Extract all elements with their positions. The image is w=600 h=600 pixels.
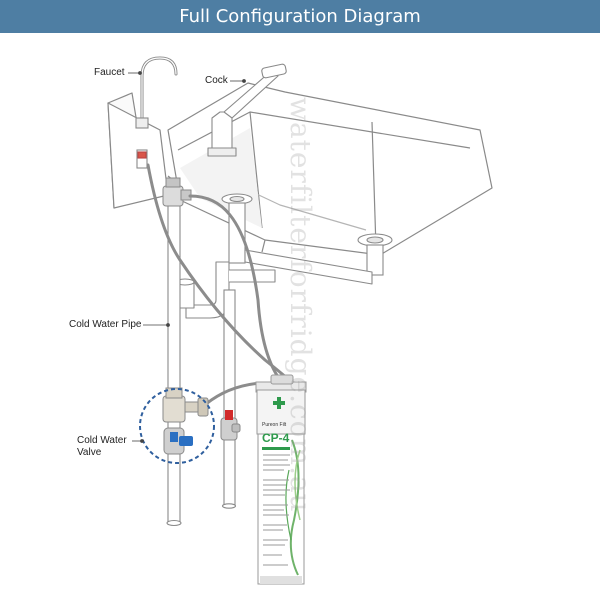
filter-brand-text: Pureon Filt <box>262 422 287 428</box>
hot-water-valve-handle <box>220 410 241 441</box>
page-title: Full Configuration Diagram <box>179 6 421 27</box>
diverter-valve <box>162 387 209 423</box>
cock-illustration <box>207 63 287 157</box>
title-bar: Full Configuration Diagram <box>0 0 600 33</box>
cock-label: Cock <box>205 75 228 86</box>
faucet-illustration <box>135 56 178 169</box>
leader-lines <box>128 71 246 443</box>
valve-highlight-circle <box>139 388 215 464</box>
water-filter-cartridge: Pureon Filt CP-4 <box>255 374 307 585</box>
cold-water-valve-label-line1: Cold Water <box>77 435 127 446</box>
cold-water-valve-label-line2: Valve <box>77 447 102 458</box>
upper-tee <box>162 177 192 207</box>
cold-water-valve-label: Cold Water Valve <box>77 435 127 459</box>
filter-model-text: CP-4 <box>262 431 290 445</box>
cold-water-pipe-label: Cold Water Pipe <box>69 319 142 330</box>
cold-water-valve-handle <box>163 427 193 455</box>
drain-right <box>357 233 393 276</box>
watermark-text: waterfilterforfridge.com.au <box>284 97 317 513</box>
faucet-label: Faucet <box>94 67 125 78</box>
waste-pipes <box>175 249 373 319</box>
